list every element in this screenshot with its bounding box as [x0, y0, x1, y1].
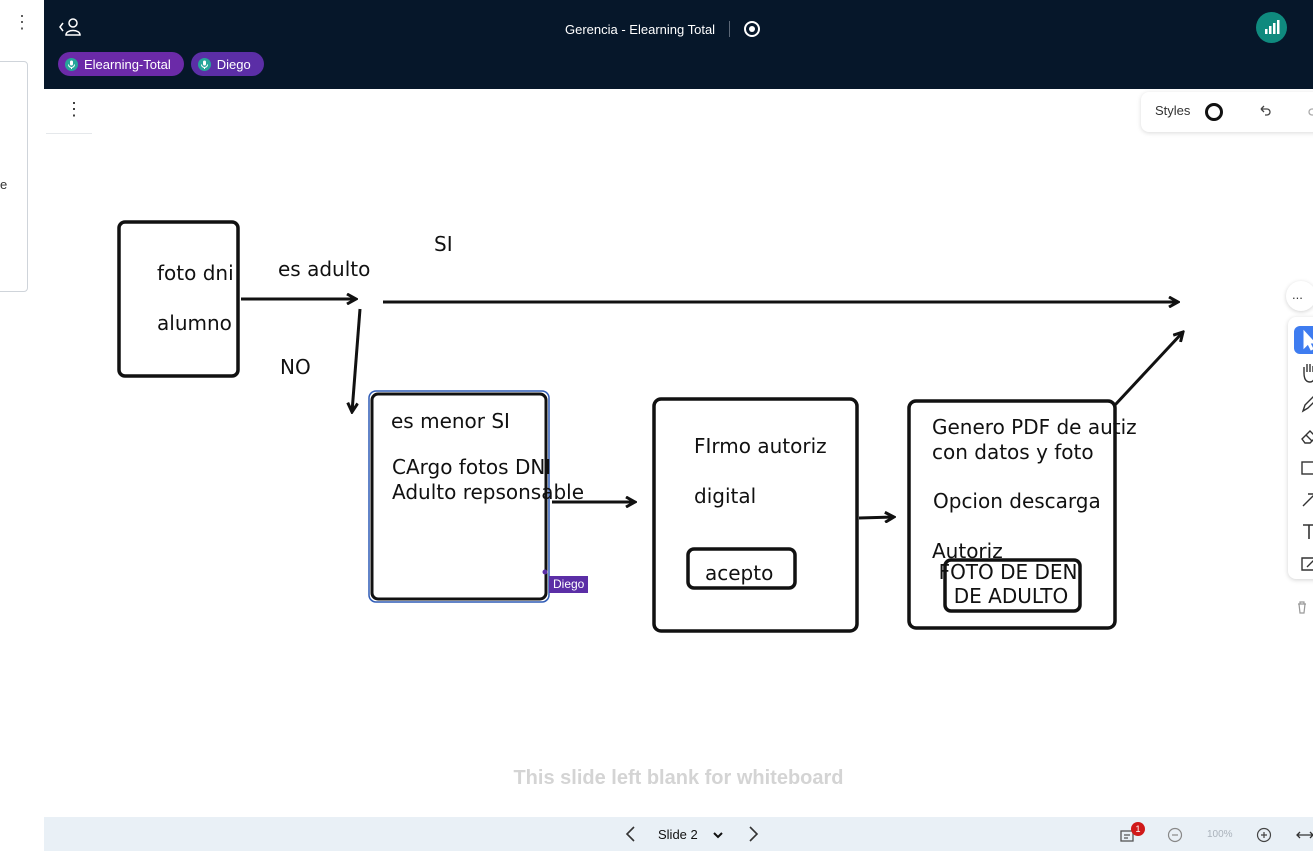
rectangle-icon	[1301, 461, 1313, 475]
talker-name: Diego	[216, 56, 251, 72]
microphone-icon	[197, 57, 211, 71]
arrow-icon	[1302, 493, 1313, 507]
fit-to-width-icon[interactable]	[1296, 827, 1313, 843]
zoom-level: 100%	[1207, 829, 1233, 840]
label-es-adulto: es adulto	[278, 257, 370, 281]
rectangle-tool[interactable]	[1294, 454, 1313, 482]
more-options-icon[interactable]: ⋮	[13, 12, 31, 32]
pencil-tool[interactable]	[1294, 390, 1313, 418]
label-si: SI	[434, 232, 453, 256]
side-panel-card: e	[0, 61, 28, 292]
box2-line3: Adulto repsonsable	[392, 480, 584, 504]
select-tool[interactable]	[1294, 326, 1313, 354]
box-genero-pdf[interactable]	[907, 399, 1117, 630]
connection-status-icon[interactable]	[1256, 12, 1287, 43]
styles-button[interactable]: Styles	[1155, 103, 1191, 118]
text-icon	[1303, 524, 1313, 539]
title-divider	[729, 21, 731, 37]
talking-indicators: Elearning-Total Diego	[58, 52, 264, 76]
cursor-label: Diego	[549, 576, 589, 593]
zoom-out-icon[interactable]	[1167, 827, 1183, 843]
box-selection-outline	[368, 390, 550, 603]
text-tool[interactable]	[1294, 518, 1313, 546]
toolbar-collapse-button[interactable]: ...	[1286, 281, 1313, 311]
next-slide-icon[interactable]	[743, 824, 763, 844]
undo-icon[interactable]	[1257, 103, 1273, 119]
talker-name: Elearning-Total	[84, 56, 171, 72]
options-menu-icon[interactable]: ⋮	[1307, 15, 1313, 36]
box-es-menor[interactable]	[370, 392, 548, 601]
whiteboard-canvas[interactable]: ⋮ Styles foto dni alumno es adulto SI NO	[44, 89, 1313, 817]
arrow-diagonal[interactable]	[1113, 332, 1183, 407]
pan-icon	[1303, 364, 1313, 383]
arrow-tool[interactable]	[1294, 486, 1313, 514]
left-panel: ⋮ e	[0, 0, 44, 851]
box3-line1: FIrmo autoriz	[694, 434, 827, 458]
stroke-style-icon[interactable]	[1205, 103, 1223, 121]
acepto-text: acepto	[705, 561, 773, 585]
notes-badge: 1	[1131, 822, 1145, 836]
eraser-icon	[1301, 430, 1313, 444]
foto-adulto-line2: DE ADULTO	[954, 584, 1068, 608]
box2-line1: es menor SI	[391, 409, 510, 433]
foto-adulto-line1: FOTO DE DENI	[939, 560, 1084, 584]
note-icon	[1301, 557, 1313, 571]
whiteboard-menu-icon[interactable]: ⋮	[65, 99, 83, 119]
note-tool[interactable]	[1294, 550, 1313, 578]
talker-diego[interactable]: Diego	[190, 52, 264, 76]
box4-line3: Opcion descarga	[933, 489, 1101, 513]
talker-elearning-total[interactable]: Elearning-Total	[58, 52, 184, 76]
trash-icon[interactable]	[1294, 599, 1310, 615]
slide-selector[interactable]: Slide 2	[658, 827, 698, 842]
pan-tool[interactable]	[1294, 358, 1313, 386]
box-foto-adulto[interactable]	[943, 558, 1082, 613]
box4-line2: con datos y foto	[932, 440, 1094, 464]
box2-line2: CArgo fotos DNI	[392, 455, 551, 479]
blank-slide-notice: This slide left blank for whiteboard	[513, 767, 844, 789]
previous-slide-icon[interactable]	[621, 824, 641, 844]
pencil-icon	[1301, 396, 1313, 413]
microphone-icon	[65, 57, 78, 71]
box-foto-dni[interactable]	[117, 220, 240, 378]
label-no: NO	[280, 355, 311, 379]
zoom-in-icon[interactable]	[1256, 827, 1272, 843]
arrow-to-genero[interactable]	[858, 517, 894, 518]
meeting-title: Gerencia - Elearning Total	[565, 21, 716, 37]
side-panel-text: e	[0, 177, 8, 192]
box1-line2: alumno	[157, 311, 232, 335]
flowchart-sketch: foto dni alumno es adulto SI NO es menor…	[117, 220, 1313, 633]
box-acepto[interactable]	[686, 547, 797, 590]
record-icon[interactable]	[744, 21, 761, 37]
whiteboard-toolbar	[1288, 317, 1313, 579]
redo-icon[interactable]	[1306, 103, 1313, 119]
cursor-dot	[542, 569, 548, 575]
shared-notes-icon[interactable]	[1119, 826, 1137, 844]
whiteboard-menu: ⋮	[46, 89, 92, 134]
box-firmo[interactable]	[652, 397, 859, 633]
bottom-bar: Slide 2 1 100%	[44, 817, 1313, 851]
select-icon	[1303, 329, 1313, 351]
user-list-toggle-icon[interactable]	[58, 16, 84, 38]
style-panel: Styles	[1141, 92, 1313, 132]
arrow-no[interactable]	[352, 308, 362, 412]
chevron-down-icon[interactable]	[712, 829, 724, 841]
box3-line2: digital	[694, 484, 756, 508]
box1-line1: foto dni	[157, 261, 234, 285]
top-bar: Gerencia - Elearning Total ⋮ Elearning-T…	[44, 0, 1313, 89]
box4-line1: Genero PDF de autiz	[932, 415, 1137, 439]
eraser-tool[interactable]	[1294, 422, 1313, 450]
